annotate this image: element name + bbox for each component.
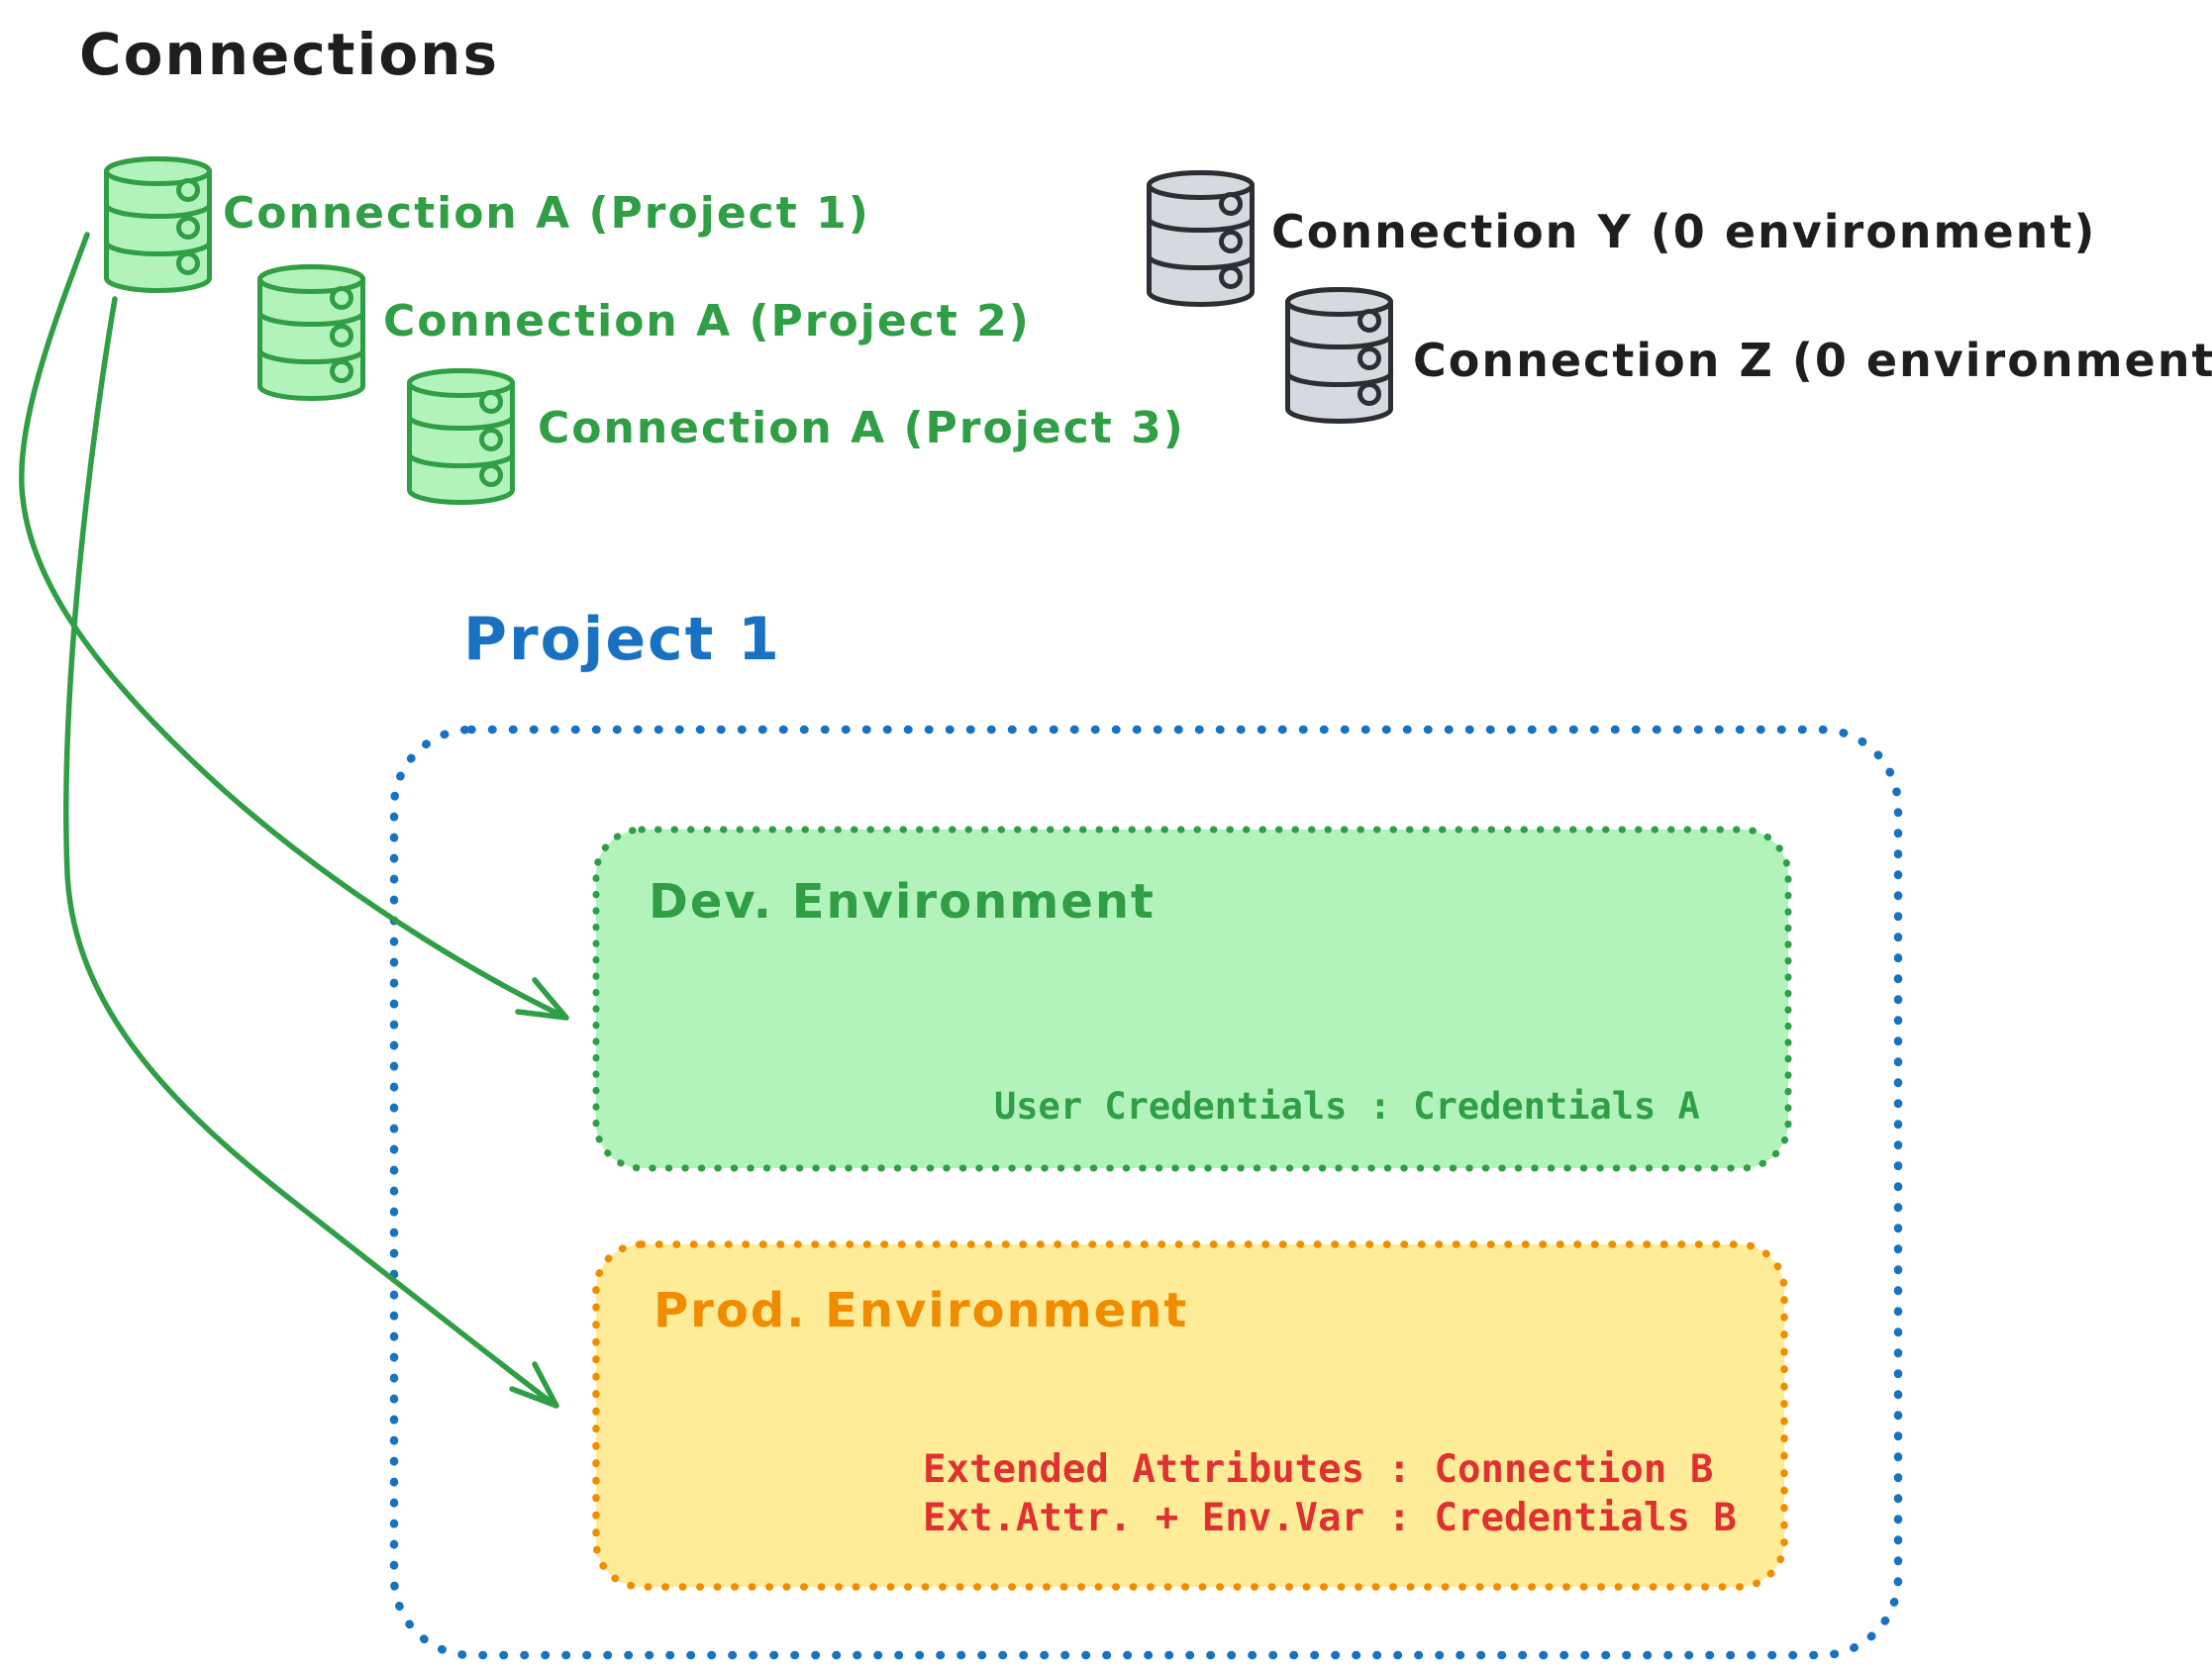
- database-icon-connection-a-project-1: [107, 159, 210, 291]
- connection-a-project-3-label: Connection A (Project 3): [538, 403, 1185, 453]
- project-1-title: Project 1: [463, 605, 781, 674]
- dev-credentials-mapping: User Credentials : Credentials A: [994, 1085, 1700, 1128]
- database-icon-connection-a-project-2: [260, 267, 363, 399]
- connection-a-project-1-label: Connection A (Project 1): [223, 188, 870, 239]
- database-icon-connection-y: [1150, 173, 1253, 305]
- connection-y-label: Connection Y (0 environment): [1271, 205, 2097, 258]
- arrow-to-prod-environment-icon: [63, 296, 559, 1409]
- project-1-container-box: [389, 725, 1903, 1660]
- prod-credentials-mapping: Ext.Attr. + Env.Var : Credentials B: [923, 1496, 1737, 1540]
- database-icon-connection-a-project-3: [410, 371, 513, 503]
- connection-a-project-2-label: Connection A (Project 2): [383, 296, 1031, 346]
- arrow-to-dev-environment-icon: [19, 232, 569, 1021]
- dev-environment-title: Dev. Environment: [649, 874, 1156, 930]
- prod-attributes-mapping: Extended Attributes : Connection B: [923, 1447, 1714, 1492]
- dev-environment-box: [592, 826, 1792, 1172]
- connections-title: Connections: [79, 21, 499, 88]
- prod-environment-title: Prod. Environment: [654, 1283, 1189, 1338]
- database-icon-connection-z: [1288, 290, 1391, 422]
- connection-z-label: Connection Z (0 environment): [1413, 334, 2212, 387]
- prod-environment-box: [592, 1240, 1788, 1591]
